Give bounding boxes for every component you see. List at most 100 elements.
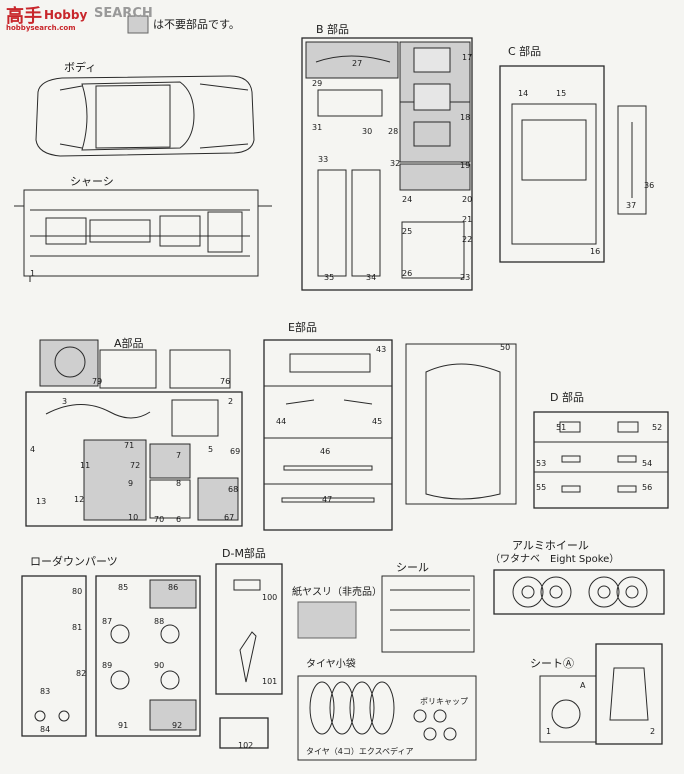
label-a-parts: A部品 <box>114 337 144 350</box>
part-number: 20 <box>462 195 473 204</box>
part-number: 34 <box>366 273 377 282</box>
part-number: 67 <box>224 513 235 522</box>
part-number: 102 <box>238 741 254 750</box>
c-parts-frame <box>499 65 647 263</box>
label-body: ボディ <box>64 61 97 74</box>
label-polycap: ポリキャップ <box>420 697 468 706</box>
part-number: 2 <box>650 727 656 736</box>
part-number: 92 <box>172 721 183 730</box>
part-number: 89 <box>102 661 113 670</box>
part-number: 30 <box>362 127 373 136</box>
part-number: 28 <box>388 127 399 136</box>
part-number: 44 <box>276 417 287 426</box>
part-number: 87 <box>102 617 113 626</box>
part-number: 81 <box>72 623 83 632</box>
label-dm-parts: D-M部品 <box>222 547 266 560</box>
part-number: 27 <box>352 59 363 68</box>
part-number: 35 <box>324 273 335 282</box>
label-tire-bag: タイヤ小袋 <box>306 659 356 670</box>
part-number: 1 <box>30 269 36 278</box>
watermark-site: hobbysearch.com <box>6 24 76 32</box>
part-number: 83 <box>40 687 51 696</box>
watermark-logo: 高手 <box>6 6 42 27</box>
part-number: 8 <box>176 479 182 488</box>
d-parts-frame <box>533 411 669 509</box>
part-number: 23 <box>460 273 471 282</box>
part-number: 54 <box>642 459 653 468</box>
sandpaper <box>297 601 357 639</box>
part-number: 24 <box>402 195 413 204</box>
watermark-search: SEARCH <box>94 6 153 21</box>
part-number: 50 <box>500 343 511 352</box>
part-number: 72 <box>130 461 141 470</box>
part-number: 69 <box>230 447 241 456</box>
part-number: 68 <box>228 485 239 494</box>
part-number: 6 <box>176 515 182 524</box>
part-number: 37 <box>626 201 637 210</box>
part-number: 43 <box>376 345 387 354</box>
label-lowdown: ローダウンパーツ <box>30 555 118 568</box>
part-number: 71 <box>124 441 135 450</box>
label-wheel: アルミホイール <box>512 539 589 552</box>
part-number: 33 <box>318 155 329 164</box>
part-number: 5 <box>208 445 214 454</box>
label-wheel-name: （ワタナベ Eight Spoke） <box>490 554 620 565</box>
body-part <box>35 75 255 157</box>
label-d-parts: D 部品 <box>550 391 584 404</box>
seal-sheet <box>381 575 475 653</box>
label-sandpaper: 紙ヤスリ（非売品） <box>292 587 382 598</box>
part-number: 79 <box>92 377 103 386</box>
part-number: 55 <box>536 483 547 492</box>
part-number: 84 <box>40 725 51 734</box>
part-number: 88 <box>154 617 165 626</box>
part-number: 53 <box>536 459 547 468</box>
part-number: 10 <box>128 513 139 522</box>
part-number: 21 <box>462 215 473 224</box>
part-number: 3 <box>62 397 68 406</box>
part-number: 18 <box>460 113 471 122</box>
part-number: 2 <box>228 397 234 406</box>
part-number: 25 <box>402 227 413 236</box>
part-number: A <box>580 681 586 690</box>
part-number: 36 <box>644 181 655 190</box>
label-chassis: シャーシ <box>70 175 114 188</box>
part-number: 76 <box>220 377 231 386</box>
tire-bag <box>297 675 477 761</box>
part-50-shell <box>405 343 517 505</box>
part-number: 46 <box>320 447 331 456</box>
part-number: 29 <box>312 79 323 88</box>
part-number: 11 <box>80 461 91 470</box>
part-number: 85 <box>118 583 129 592</box>
part-number: 91 <box>118 721 129 730</box>
a-parts-frame <box>25 339 243 527</box>
part-number: 22 <box>462 235 473 244</box>
lowdown-parts-frame <box>21 575 201 737</box>
part-number: 56 <box>642 483 653 492</box>
part-number: 12 <box>74 495 85 504</box>
part-number: 32 <box>390 159 401 168</box>
part-number: 17 <box>462 53 473 62</box>
part-number: 19 <box>460 161 471 170</box>
unneeded-swatch <box>127 15 149 34</box>
part-number: 13 <box>36 497 47 506</box>
label-tire: タイヤ（4コ）エクスペディア <box>306 747 414 756</box>
watermark-logo2: Hobby <box>44 8 88 22</box>
part-number: 16 <box>590 247 601 256</box>
part-number: 80 <box>72 587 83 596</box>
chassis-part <box>14 189 272 282</box>
part-number: 101 <box>262 677 278 686</box>
label-c-parts: C 部品 <box>508 45 542 58</box>
part-number: 100 <box>262 593 278 602</box>
part-number: 14 <box>518 89 529 98</box>
label-seal: シール <box>396 561 429 574</box>
part-number: 31 <box>312 123 323 132</box>
wheel-set <box>493 569 665 615</box>
legend-text: は不要部品です。 <box>153 18 240 31</box>
part-number: 26 <box>402 269 413 278</box>
label-e-parts: E部品 <box>288 321 317 334</box>
label-seat: シートⒶ <box>530 657 574 670</box>
part-number: 52 <box>652 423 663 432</box>
part-number: 82 <box>76 669 87 678</box>
part-number: 70 <box>154 515 165 524</box>
